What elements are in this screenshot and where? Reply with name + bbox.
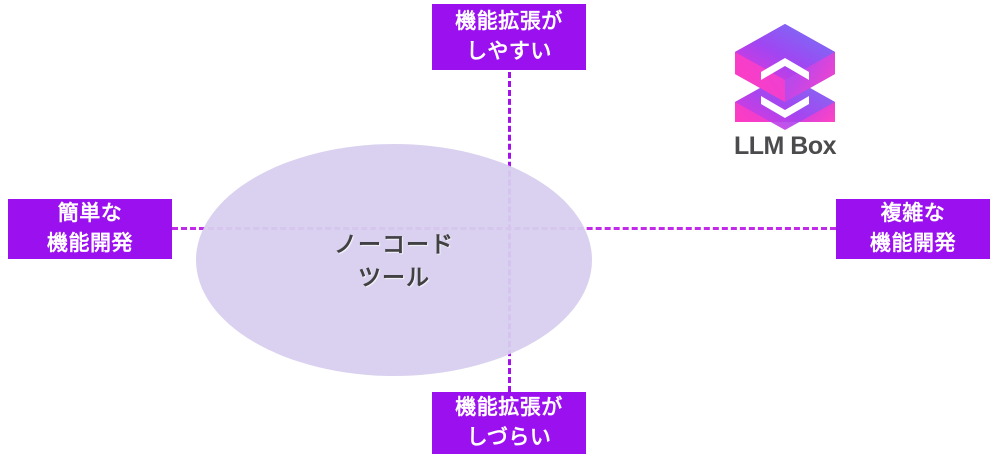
axis-label-right-line1: 複雑な (880, 202, 946, 226)
axis-label-left: 簡単な 機能開発 (8, 199, 172, 259)
no-code-tool-bubble-label: ノーコード ツール (196, 228, 592, 295)
axis-label-bottom-line1: 機能拡張が (455, 396, 563, 420)
stacked-cube-icon (727, 22, 843, 132)
axis-label-top-line1: 機能拡張が (455, 10, 563, 34)
llm-box-logo: LLM Box (700, 22, 870, 170)
no-code-tool-bubble-label-line1: ノーコード (334, 231, 454, 257)
axis-label-right: 複雑な 機能開発 (836, 199, 990, 259)
axis-label-bottom-line2: しづらい (466, 426, 552, 449)
axis-label-top-line2: しやすい (466, 40, 552, 63)
axis-label-bottom: 機能拡張が しづらい (432, 392, 586, 454)
axis-label-top: 機能拡張が しやすい (432, 4, 586, 70)
axis-label-left-line1: 簡単な (57, 202, 123, 226)
no-code-tool-bubble-label-line2: ツール (358, 264, 430, 291)
axis-label-left-line2: 機能開発 (47, 232, 133, 255)
axis-label-right-line2: 機能開発 (870, 232, 956, 255)
llm-box-logo-text: LLM Box (733, 132, 837, 160)
no-code-tool-bubble (196, 144, 592, 376)
